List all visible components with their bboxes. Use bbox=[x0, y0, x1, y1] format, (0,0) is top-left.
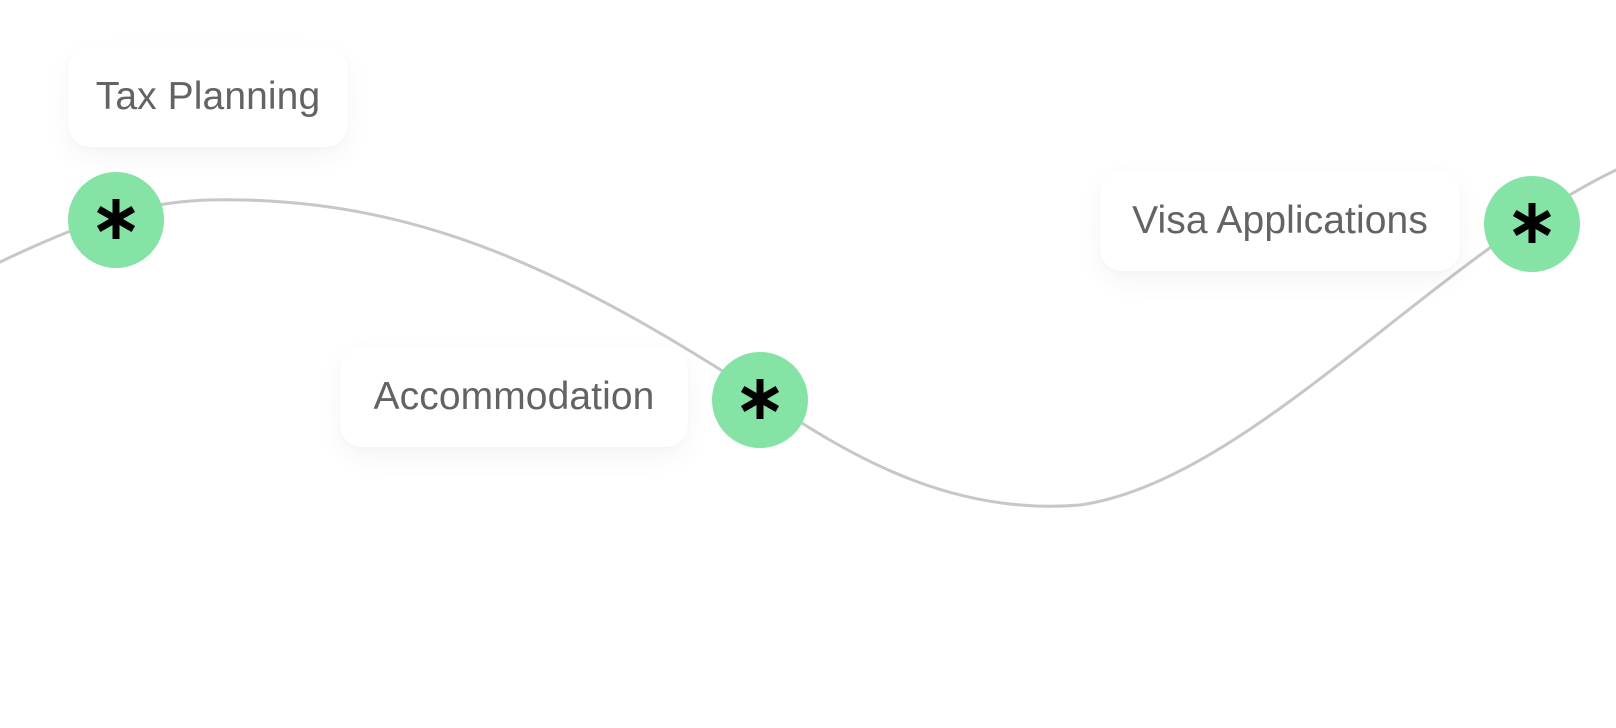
milestone-label-tax-planning[interactable]: Tax Planning bbox=[68, 47, 348, 147]
milestone-marker-visa-applications[interactable] bbox=[1484, 176, 1580, 272]
asterisk-icon bbox=[712, 352, 808, 448]
milestone-label-visa-applications[interactable]: Visa Applications bbox=[1100, 171, 1460, 271]
milestone-label-text: Accommodation bbox=[373, 375, 655, 418]
milestone-label-text: Tax Planning bbox=[95, 75, 321, 118]
asterisk-icon bbox=[68, 172, 164, 268]
milestone-label-accommodation[interactable]: Accommodation bbox=[340, 347, 688, 447]
asterisk-icon bbox=[1484, 176, 1580, 272]
milestone-label-text: Visa Applications bbox=[1132, 199, 1428, 242]
milestone-marker-accommodation[interactable] bbox=[712, 352, 808, 448]
milestone-marker-tax-planning[interactable] bbox=[68, 172, 164, 268]
